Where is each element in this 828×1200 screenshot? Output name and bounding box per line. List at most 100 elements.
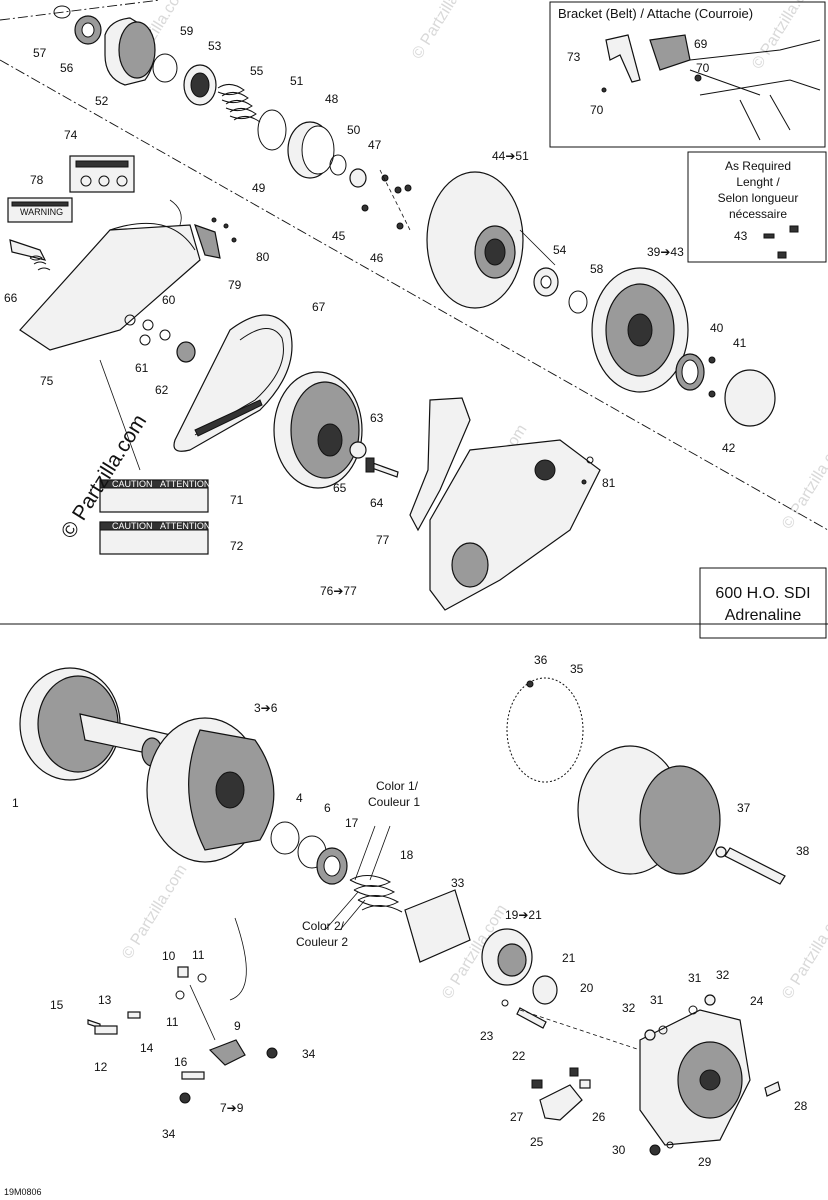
callout-10: 10	[162, 949, 176, 963]
callout-19-21: 19➔21	[505, 908, 542, 922]
callout-78: 78	[30, 173, 44, 187]
callout-58: 58	[590, 262, 604, 276]
screw-80	[231, 237, 237, 243]
callouts: 57 56 52 59 53 55 51 48 50 47 49 45 46 4…	[4, 24, 810, 1169]
callout-69: 69	[694, 37, 708, 51]
driven-pulley-group	[53, 5, 776, 427]
washer-31b	[658, 1025, 668, 1035]
callout-66: 66	[4, 291, 18, 305]
callout-11a: 11	[192, 948, 205, 962]
callout-53: 53	[208, 39, 222, 53]
callout-11b: 11	[166, 1015, 179, 1029]
callout-57: 57	[33, 46, 47, 60]
ring-51	[257, 109, 287, 151]
washer-11	[197, 973, 207, 983]
washer-31	[688, 1005, 698, 1015]
ring-57	[53, 5, 71, 19]
diagonal-divider	[0, 0, 161, 21]
as-required-line-2: Lenght /	[736, 175, 780, 189]
callout-32b: 32	[622, 1001, 636, 1015]
screw-27	[531, 1079, 543, 1089]
callout-76-77: 76➔77	[320, 584, 357, 598]
callout-22: 22	[512, 1049, 526, 1063]
pin-13	[127, 1011, 141, 1019]
strap-66	[9, 239, 47, 261]
callout-43: 43	[734, 229, 748, 243]
color-1-line-1: Color 1/	[376, 779, 419, 793]
callout-70a: 70	[696, 61, 710, 75]
color-2-line-1: Color 2/	[302, 919, 345, 933]
housing-assembly	[519, 994, 781, 1156]
frame-tube-part	[689, 39, 821, 141]
callout-9: 9	[234, 1019, 241, 1033]
callout-41: 41	[733, 336, 747, 350]
callout-73: 73	[567, 50, 581, 64]
screw-43	[777, 251, 787, 259]
callout-24: 24	[750, 994, 764, 1008]
callout-21: 21	[562, 951, 576, 965]
screw-70	[601, 87, 607, 93]
drive-pulley-group	[273, 371, 601, 611]
washer-37	[715, 846, 727, 858]
callout-25: 25	[530, 1135, 544, 1149]
spring-18	[349, 875, 403, 913]
ring-gear-35	[506, 677, 584, 783]
model-box: 600 H.O. SDI Adrenaline	[699, 567, 827, 639]
callout-15: 15	[50, 998, 64, 1012]
watermark-faint: © Partzilla.com	[409, 0, 481, 62]
screw-43	[789, 225, 799, 233]
as-required-frame	[687, 151, 827, 263]
bushing-47	[349, 168, 367, 188]
watermark-faint: © Partzilla.com	[749, 0, 821, 72]
pin-12	[94, 1025, 118, 1035]
label-71-attention: ATTENTION	[160, 479, 210, 489]
cover-42	[724, 369, 776, 427]
callout-33: 33	[451, 876, 465, 890]
callout-45: 45	[332, 229, 346, 243]
washer-63	[349, 441, 367, 459]
callout-13: 13	[98, 993, 112, 1007]
washer-11b	[175, 990, 185, 1000]
callout-30: 30	[612, 1143, 626, 1157]
callout-37: 37	[737, 801, 751, 815]
bushing-20	[532, 975, 558, 1005]
callout-23: 23	[480, 1029, 494, 1043]
callout-79: 79	[228, 278, 242, 292]
callout-18: 18	[400, 848, 414, 862]
model-box-frame	[699, 567, 827, 639]
callout-47: 47	[368, 138, 382, 152]
belt-guard-group: WARNING CAUTION ATTENTION CAUTION ATTENT…	[7, 155, 237, 555]
callout-38: 38	[796, 844, 810, 858]
as-required-line-1: As Required	[725, 159, 791, 173]
callout-75: 75	[40, 374, 54, 388]
bracket-79	[194, 224, 221, 259]
callout-63: 63	[370, 411, 384, 425]
bracket-25	[539, 1084, 583, 1121]
label-72-attention: ATTENTION	[160, 521, 210, 531]
bushing-32	[704, 994, 716, 1006]
callout-48: 48	[325, 92, 339, 106]
screw	[394, 186, 402, 194]
screw-46	[396, 222, 404, 230]
callout-31b: 31	[650, 993, 664, 1007]
model-line-1: 600 H.O. SDI	[715, 585, 810, 602]
bracket-inset-frame	[549, 1, 826, 148]
callout-40: 40	[710, 321, 724, 335]
spacer-26	[579, 1079, 591, 1089]
callout-34b: 34	[162, 1127, 176, 1141]
callout-35: 35	[570, 662, 584, 676]
ring-59	[152, 53, 178, 83]
as-required-line-3: Selon longueur	[718, 191, 799, 205]
callout-26: 26	[592, 1110, 606, 1124]
bushing-4	[270, 821, 300, 855]
bracket-inset-title: Bracket (Belt) / Attache (Courroie)	[558, 6, 753, 21]
washer-61	[139, 334, 151, 346]
callout-56: 56	[60, 61, 74, 75]
roller-10	[177, 966, 189, 978]
callout-59: 59	[180, 24, 194, 38]
screw-70	[694, 74, 702, 82]
color-leaders	[354, 825, 391, 881]
callout-64: 64	[370, 496, 384, 510]
callout-81: 81	[602, 476, 616, 490]
